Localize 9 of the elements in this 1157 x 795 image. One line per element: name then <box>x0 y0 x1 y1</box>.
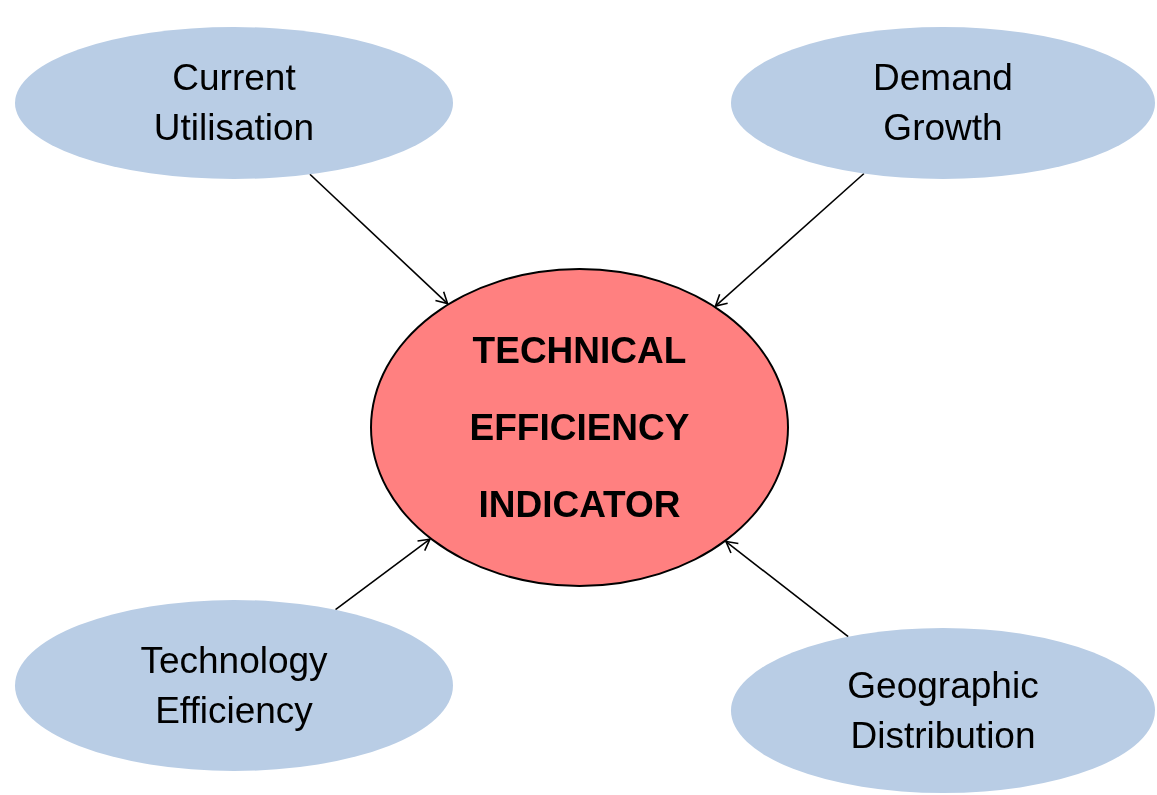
indicator-title: TECHNICAL EFFICIENCY INDICATOR <box>468 329 691 527</box>
arrow <box>725 540 849 638</box>
factor-label: Geographic Distribution <box>846 663 1040 758</box>
factor-label: Current Utilisation <box>152 56 316 150</box>
arrow <box>714 172 865 307</box>
factor-label: Technology Efficiency <box>139 638 329 733</box>
factor-label: Demand Growth <box>872 56 1014 150</box>
arrow <box>334 538 431 611</box>
arrow <box>309 173 449 305</box>
